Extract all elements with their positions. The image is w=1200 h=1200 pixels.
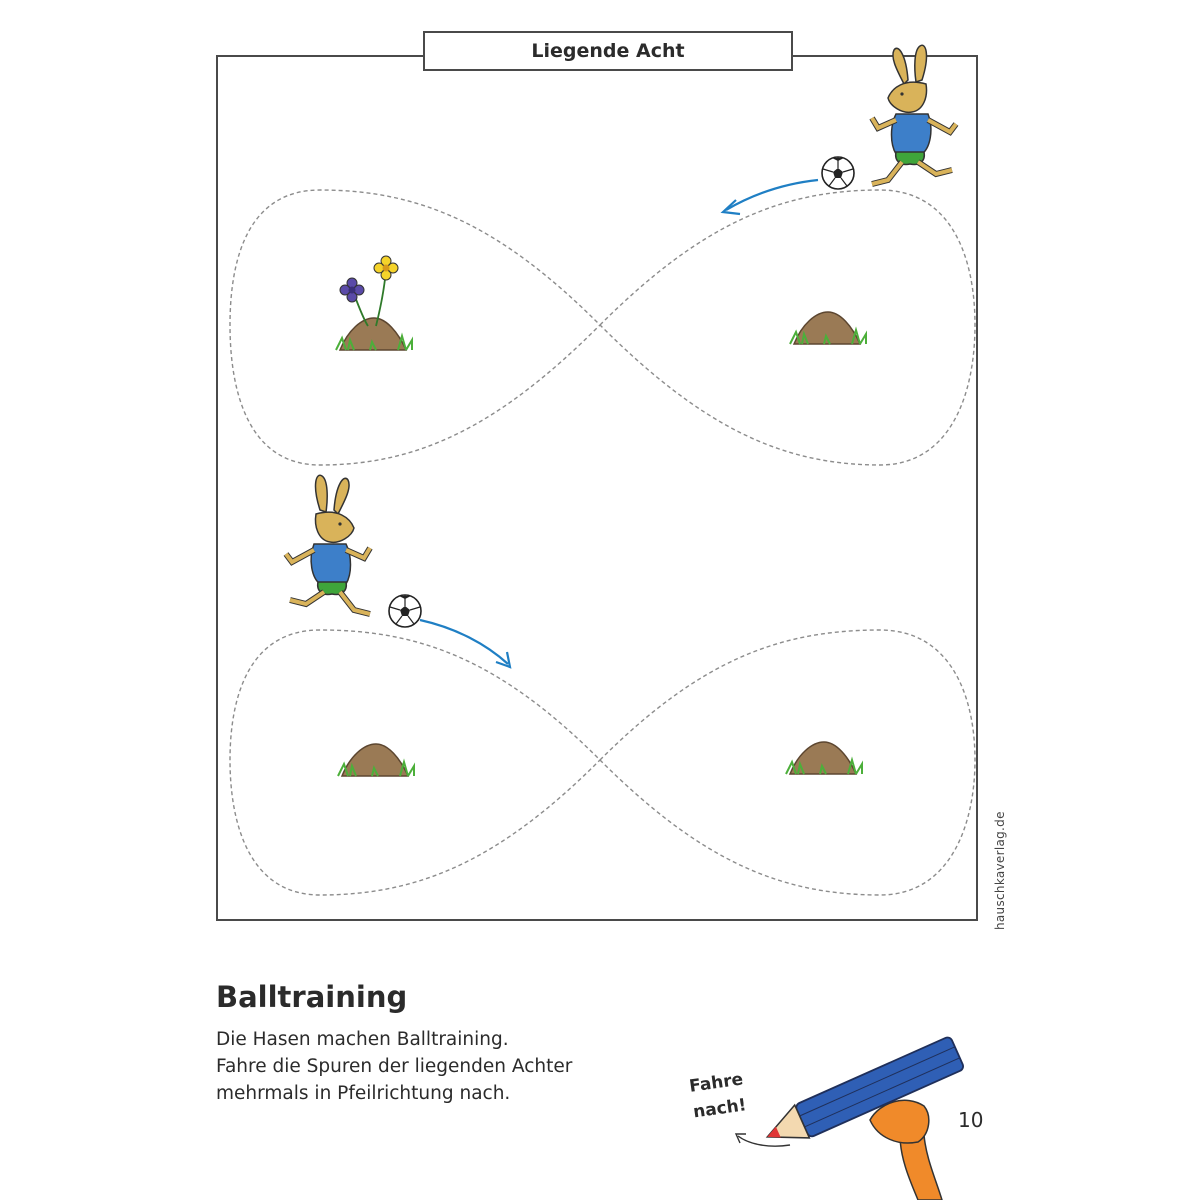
molehill-top-right — [789, 311, 867, 345]
instruction-line: mehrmals in Pfeilrichtung nach. — [216, 1083, 511, 1104]
instructions-text: Die Hasen machen Balltraining. Fahre die… — [216, 1026, 656, 1107]
molehill-bottom-right — [785, 741, 863, 775]
top-figure-eight-trace — [229, 189, 976, 466]
direction-arrow-bottom — [419, 618, 512, 669]
exercise-heading: Balltraining — [216, 980, 408, 1014]
molehill-bottom-left — [337, 743, 415, 777]
rabbit-kicking-ball-bottom — [286, 475, 422, 628]
page-number: 10 — [958, 1108, 984, 1132]
fahre-nach-hint: Fahre nach! — [675, 1065, 761, 1128]
direction-arrow-top — [720, 178, 819, 216]
rabbit-kicking-ball-top — [821, 45, 956, 190]
instruction-line: Die Hasen machen Balltraining. — [216, 1029, 509, 1050]
worksheet-title-box: Liegende Acht — [423, 31, 793, 71]
molehill-with-flowers — [335, 255, 413, 351]
worksheet-title: Liegende Acht — [531, 40, 685, 62]
publisher-url: hauschkaverlag.de — [993, 811, 1007, 930]
bottom-figure-eight-trace — [229, 629, 976, 896]
instruction-line: Fahre die Spuren der liegenden Achter — [216, 1056, 573, 1077]
pencil-hand-illustration — [734, 1036, 964, 1200]
